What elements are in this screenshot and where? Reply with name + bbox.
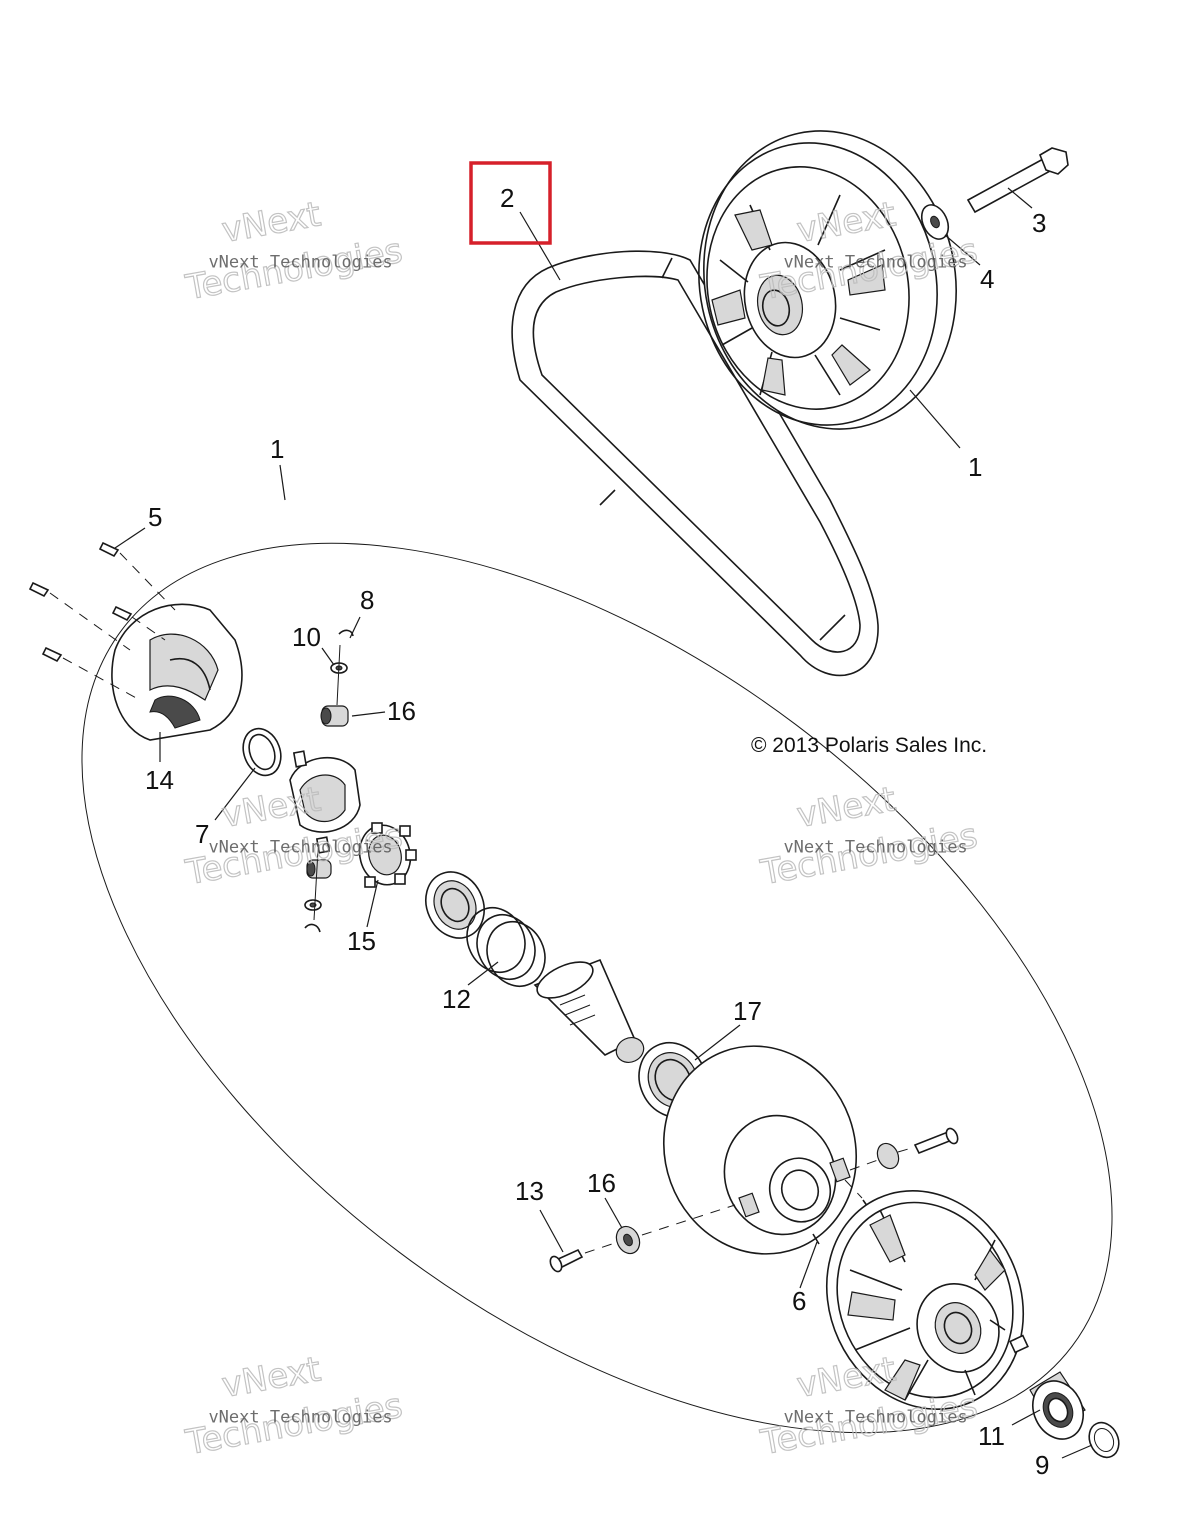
roller-upper [320, 629, 354, 727]
springs-12 [466, 907, 546, 987]
moveable-sheave [662, 1045, 858, 1255]
highlight-box [469, 161, 552, 245]
callout-roller-16-lower: 16 [587, 1168, 616, 1198]
watermark-top-left: vNext Technologies vNext Technologies [182, 194, 406, 309]
clutch-cover [111, 603, 243, 741]
roller-16-lower [615, 1225, 641, 1255]
callout-pin-13: 13 [515, 1176, 544, 1206]
cover-screws [28, 541, 176, 701]
callout-washer-10: 10 [292, 622, 321, 652]
upper-clutch-sheave [698, 130, 957, 430]
fixed-sheave [825, 1190, 1029, 1410]
callout-snap-ring-9: 9 [1035, 1450, 1049, 1480]
callout-bearing-11: 11 [978, 1421, 1005, 1451]
bolt [966, 147, 1069, 214]
svg-text:vNext Technologies: vNext Technologies [208, 252, 392, 272]
roller-lower [304, 849, 332, 933]
svg-text:vNext Technologies: vNext Technologies [783, 837, 967, 857]
callout-seal-17: 17 [733, 996, 762, 1026]
callout-springs-12: 12 [442, 984, 471, 1014]
callout-spider-15: 15 [347, 926, 376, 956]
svg-text:vNext Technologies: vNext Technologies [208, 837, 392, 857]
drive-belt [511, 250, 879, 677]
roller-pin-upper-right [849, 1127, 959, 1171]
retaining-ring-7 [242, 727, 282, 777]
pin-13 [549, 1248, 584, 1273]
watermark-bottom-left: vNext Technologies vNext Technologies [182, 1349, 406, 1464]
callout-cover-14: 14 [145, 765, 174, 795]
callout-roller-16-upper: 16 [387, 696, 416, 726]
svg-text:vNext: vNext [794, 1349, 899, 1406]
washer [920, 204, 950, 240]
callout-screw: 5 [148, 502, 162, 532]
cam-bushing [425, 871, 485, 939]
svg-text:vNext: vNext [219, 194, 324, 251]
copyright-text: © 2013 Polaris Sales Inc. [751, 734, 987, 757]
callout-washer: 4 [980, 264, 994, 294]
svg-text:vNext Technologies: vNext Technologies [208, 1407, 392, 1427]
svg-text:vNext: vNext [794, 779, 899, 836]
callout-clutch-assembly: 1 [270, 434, 284, 464]
shaft [533, 958, 645, 1063]
callout-ring-7: 7 [195, 819, 209, 849]
bearing-11 [1029, 1371, 1086, 1440]
watermark-mid-right: vNext Technologies vNext Technologies [757, 779, 981, 894]
callout-bolt: 3 [1032, 208, 1046, 238]
assembly-outline [81, 542, 1113, 1434]
spider-15 [358, 822, 417, 888]
snap-ring-9 [1088, 1421, 1120, 1459]
svg-text:vNext Technologies: vNext Technologies [783, 1407, 967, 1427]
leader-lines [114, 187, 1093, 1459]
spider-hub [289, 750, 361, 854]
svg-text:vNext: vNext [219, 1349, 324, 1406]
callout-belt: 2 [500, 183, 514, 213]
callout-pin-6: 6 [792, 1286, 806, 1316]
callout-retaining-ring-8: 8 [360, 585, 374, 615]
svg-text:vNext Technologies: vNext Technologies [783, 252, 967, 272]
callout-clutch-upper: 1 [968, 452, 982, 482]
